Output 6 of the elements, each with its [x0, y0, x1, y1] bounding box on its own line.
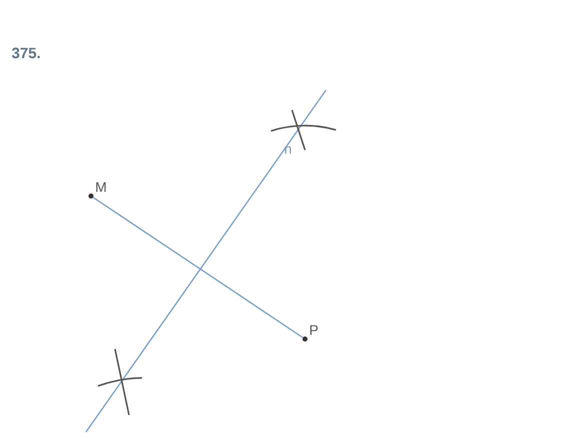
node-label: M [96, 182, 106, 192]
exercise-number: 375. [12, 48, 40, 58]
segment [92, 196, 304, 338]
node-label: P [310, 325, 318, 335]
point: P [302, 325, 318, 342]
point: M [88, 182, 106, 198]
